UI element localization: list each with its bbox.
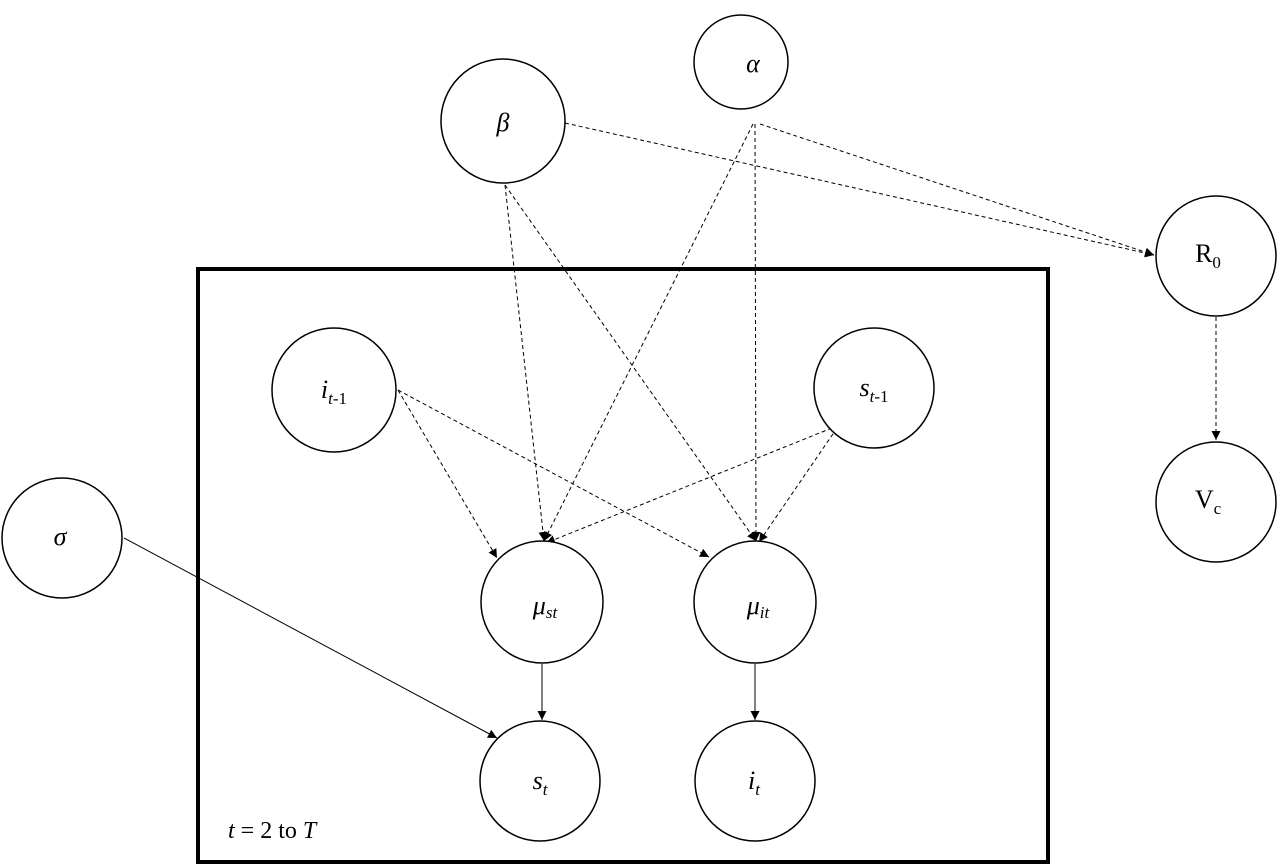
node-sigma: σ bbox=[1, 477, 123, 599]
svg-text:Vc: Vc bbox=[1195, 485, 1222, 518]
svg-text:it-1: it-1 bbox=[321, 375, 347, 408]
node-alpha: α bbox=[693, 14, 789, 110]
node-i-t: it bbox=[694, 720, 816, 842]
node-mu-i: μit bbox=[693, 540, 817, 664]
edge-sigma-s-t bbox=[123, 537, 498, 739]
edge-beta-mu-s bbox=[504, 184, 548, 542]
edge-s-prev-mu-i bbox=[758, 427, 838, 543]
edge-alpha-mu-i bbox=[751, 123, 761, 542]
plate-t bbox=[196, 267, 1050, 864]
svg-text:μit: μit bbox=[746, 591, 771, 622]
node-vc: Vc bbox=[1155, 441, 1277, 563]
svg-text:β: β bbox=[496, 108, 510, 137]
svg-text:R0: R0 bbox=[1195, 239, 1221, 272]
edge-alpha-mu-s bbox=[543, 123, 754, 542]
svg-text:st: st bbox=[533, 766, 549, 799]
plate-label: t = 2 to T bbox=[228, 818, 318, 844]
svg-text:μst: μst bbox=[532, 591, 559, 622]
node-i-prev: it-1 bbox=[271, 327, 397, 453]
svg-text:st-1: st-1 bbox=[859, 373, 888, 406]
node-mu-s: μst bbox=[480, 540, 604, 664]
svg-text:σ: σ bbox=[54, 522, 68, 551]
edge-i-prev-mu-i bbox=[397, 389, 710, 558]
edge-i-prev-mu-s bbox=[397, 389, 498, 559]
svg-text:α: α bbox=[746, 49, 761, 78]
edge-beta-r0 bbox=[564, 122, 1155, 258]
edge-alpha-r0 bbox=[759, 123, 1155, 257]
node-beta: β bbox=[440, 58, 566, 184]
svg-text:it: it bbox=[748, 766, 761, 799]
edge-beta-mu-i bbox=[504, 184, 757, 542]
node-r0: R0 bbox=[1155, 195, 1277, 317]
edge-s-prev-mu-s bbox=[545, 427, 833, 544]
node-s-t: st bbox=[479, 720, 601, 842]
node-s-prev: st-1 bbox=[813, 327, 935, 449]
edges bbox=[123, 122, 1221, 739]
